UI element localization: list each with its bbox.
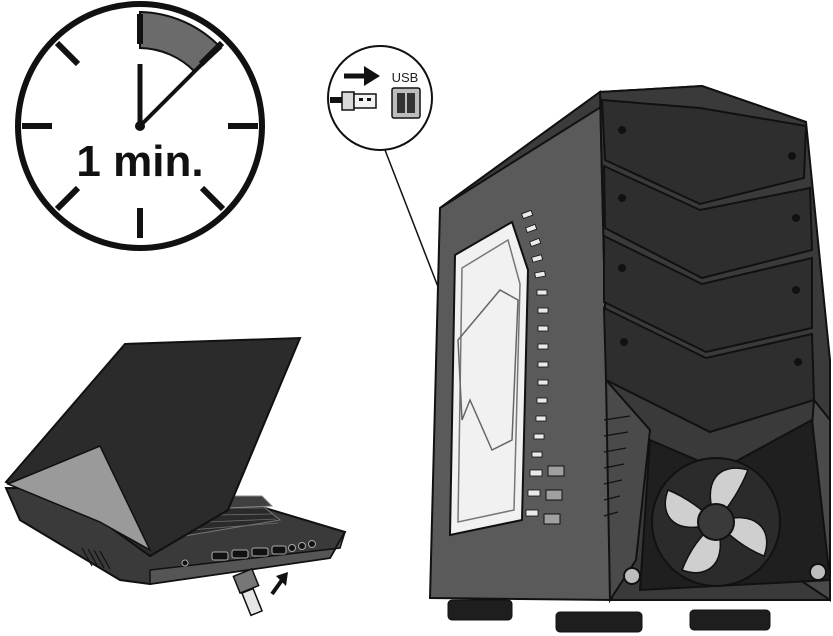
tower-front-plates xyxy=(602,100,814,432)
tower-fan xyxy=(652,458,780,586)
clock-label: 1 min. xyxy=(76,137,203,186)
laptop-illustration xyxy=(6,338,345,584)
usb-dongle-icon xyxy=(233,569,262,615)
clock-center-pin xyxy=(135,121,145,131)
arrow-up-icon xyxy=(272,572,288,594)
tower-feet xyxy=(448,600,770,632)
usb-callout: USB xyxy=(328,46,440,292)
clock-illustration: 1 min. xyxy=(18,4,262,248)
usb-port-icon xyxy=(392,88,420,118)
callout-leader-line xyxy=(385,150,440,292)
usb-label: USB xyxy=(392,70,419,85)
pc-tower-illustration xyxy=(430,86,830,632)
